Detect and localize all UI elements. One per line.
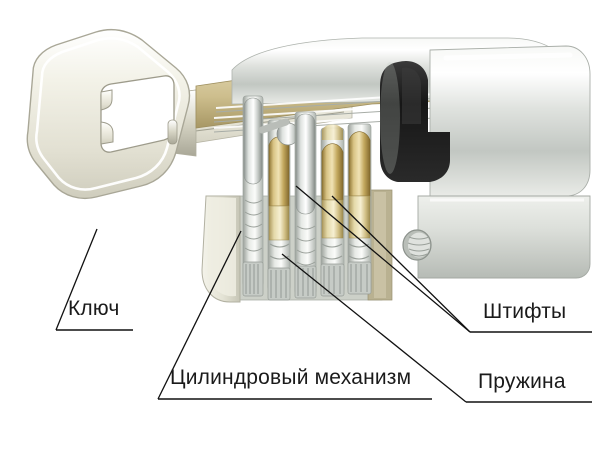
label-cylinder-mechanism: Цилиндровый механизм <box>170 366 412 389</box>
cylinder-body-right <box>402 45 591 279</box>
leader-line <box>331 195 471 333</box>
callout-lines <box>55 185 592 403</box>
leader-line <box>157 230 242 400</box>
leader-line <box>295 185 471 333</box>
pin-stack <box>320 127 345 297</box>
label-key: Ключ <box>68 297 120 320</box>
pin-stack <box>294 111 317 299</box>
leader-line <box>55 228 98 331</box>
label-spring: Пружина <box>478 370 566 393</box>
pin-stack <box>258 118 300 301</box>
key-part <box>26 28 353 200</box>
pin-heads-upper <box>322 124 343 140</box>
lock-cam <box>380 60 450 183</box>
label-pins: Штифты <box>483 300 567 323</box>
leader-line <box>281 253 467 403</box>
pin-stack <box>242 95 264 297</box>
pin-stack <box>347 123 372 295</box>
fixing-screw-hole <box>402 229 432 261</box>
